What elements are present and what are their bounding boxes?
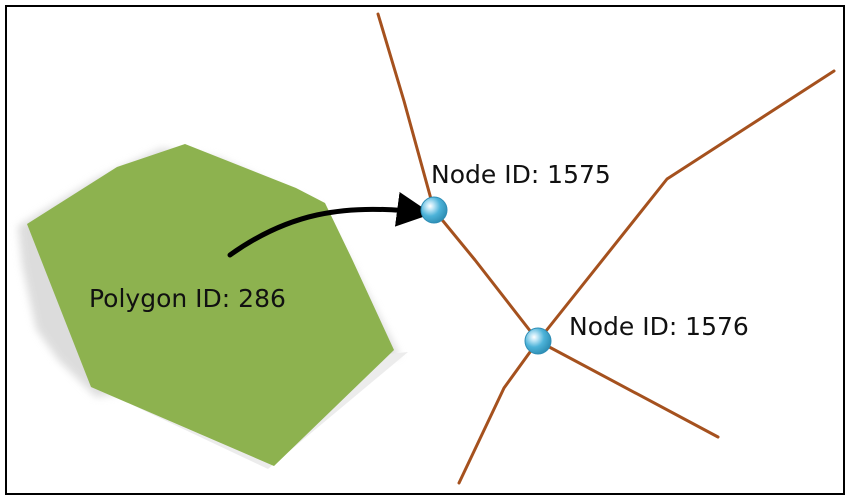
network-edge-1576-to-upper-right (536, 69, 836, 343)
nodes (420, 196, 552, 355)
curved-arrow-icon (227, 191, 432, 258)
node-1575[interactable] (420, 196, 448, 224)
network-edge-1576-lower-right (536, 339, 720, 439)
polygon-shape (18, 144, 408, 469)
labels: Polygon ID: 286 Node ID: 1575 Node ID: 1… (89, 160, 749, 341)
network-edge-1575-top (376, 12, 436, 212)
network-edge-1575-to-1576 (432, 208, 540, 343)
node-1576[interactable] (524, 327, 552, 355)
network-lines (376, 12, 836, 485)
node-1576-label: Node ID: 1576 (569, 312, 749, 341)
polygon-fill (27, 144, 394, 466)
network-edge-1576-bottom (457, 339, 540, 485)
polygon-label: Polygon ID: 286 (89, 284, 286, 313)
node-1575-label: Node ID: 1575 (431, 160, 611, 189)
